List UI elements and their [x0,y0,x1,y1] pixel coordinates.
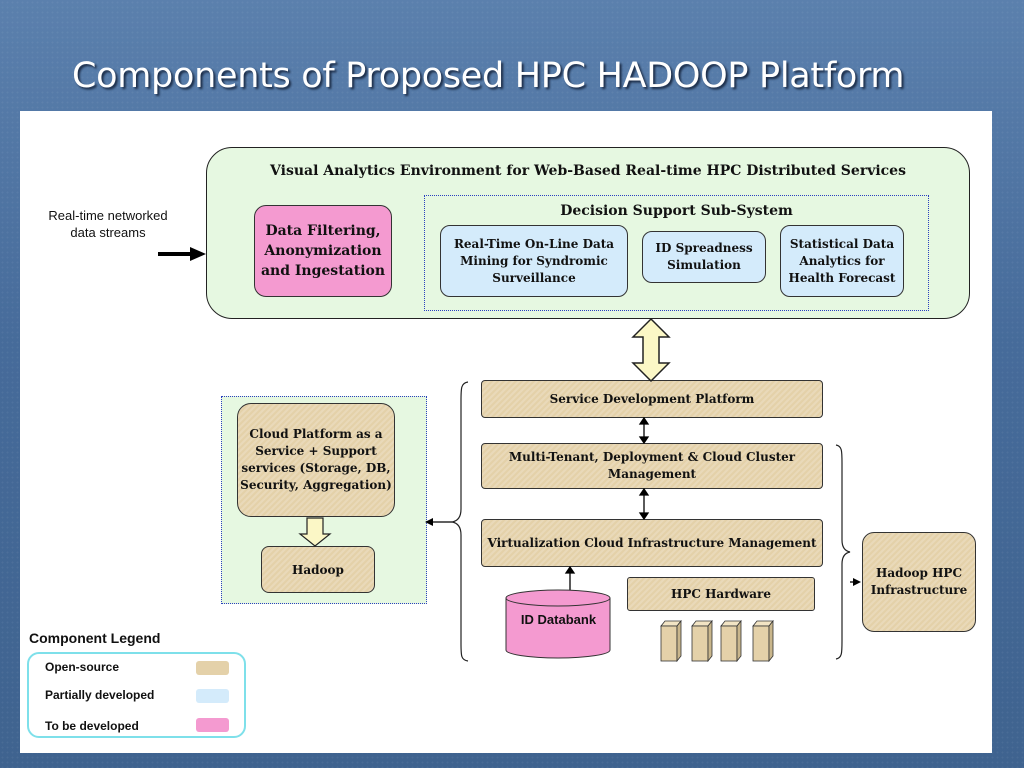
diagram-canvas: Visual Analytics Environment for Web-Bas… [20,111,992,753]
decision-support-title: Decision Support Sub-System [560,203,793,219]
id-spreadness-box: ID Spreadness Simulation [642,231,766,283]
multi-tenant-management-box: Multi-Tenant, Deployment & Cloud Cluster… [481,443,823,489]
statistical-analytics-box: Statistical Data Analytics for Health Fo… [780,225,904,297]
decision-support-subsystem [424,195,929,311]
service-development-platform-box: Service Development Platform [481,380,823,418]
double-arrow-icon [631,317,671,383]
legend-label-to-be-developed: To be developed [45,719,139,733]
right-arrow [850,578,861,586]
cloud-platform-service-box: Cloud Platform as a Service + Support se… [237,403,395,517]
input-arrow [158,247,206,261]
server-icon [660,619,682,663]
id-databank-label: ID Databank [520,612,597,627]
connectors-layer [158,247,861,663]
legend-swatch-to-be-developed [196,718,229,732]
server-icon [691,619,713,663]
visual-analytics-title: Visual Analytics Environment for Web-Bas… [270,163,906,179]
right-brace [835,444,851,660]
data-filtering-box: Data Filtering, Anonymization and Ingest… [254,205,392,297]
stack-arrows [564,416,650,599]
input-streams-label: Real-time networked data streams [48,208,168,240]
database-icon [505,589,611,659]
down-arrow-icon [298,517,332,547]
server-icon [752,619,774,663]
legend-swatch-partially-developed [196,689,229,703]
hpc-hardware-box: HPC Hardware [627,577,815,611]
real-time-data-mining-box: Real-Time On-Line Data Mining for Syndro… [440,225,628,297]
legend-swatch-open-source [196,661,229,675]
legend-label-open-source: Open-source [45,660,120,674]
left-brace [451,381,469,662]
legend-label-partially-developed: Partially developed [45,688,155,702]
virtualization-management-box: Virtualization Cloud Infrastructure Mana… [481,519,823,567]
server-icon [720,619,742,663]
slide-title: Components of Proposed HPC HADOOP Platfo… [72,56,905,96]
hadoop-box: Hadoop [261,546,375,593]
hadoop-hpc-infrastructure-box: Hadoop HPC Infrastructure [862,532,976,632]
legend-title: Component Legend [29,630,161,646]
left-arrow [425,518,452,526]
server-icons [660,619,774,663]
